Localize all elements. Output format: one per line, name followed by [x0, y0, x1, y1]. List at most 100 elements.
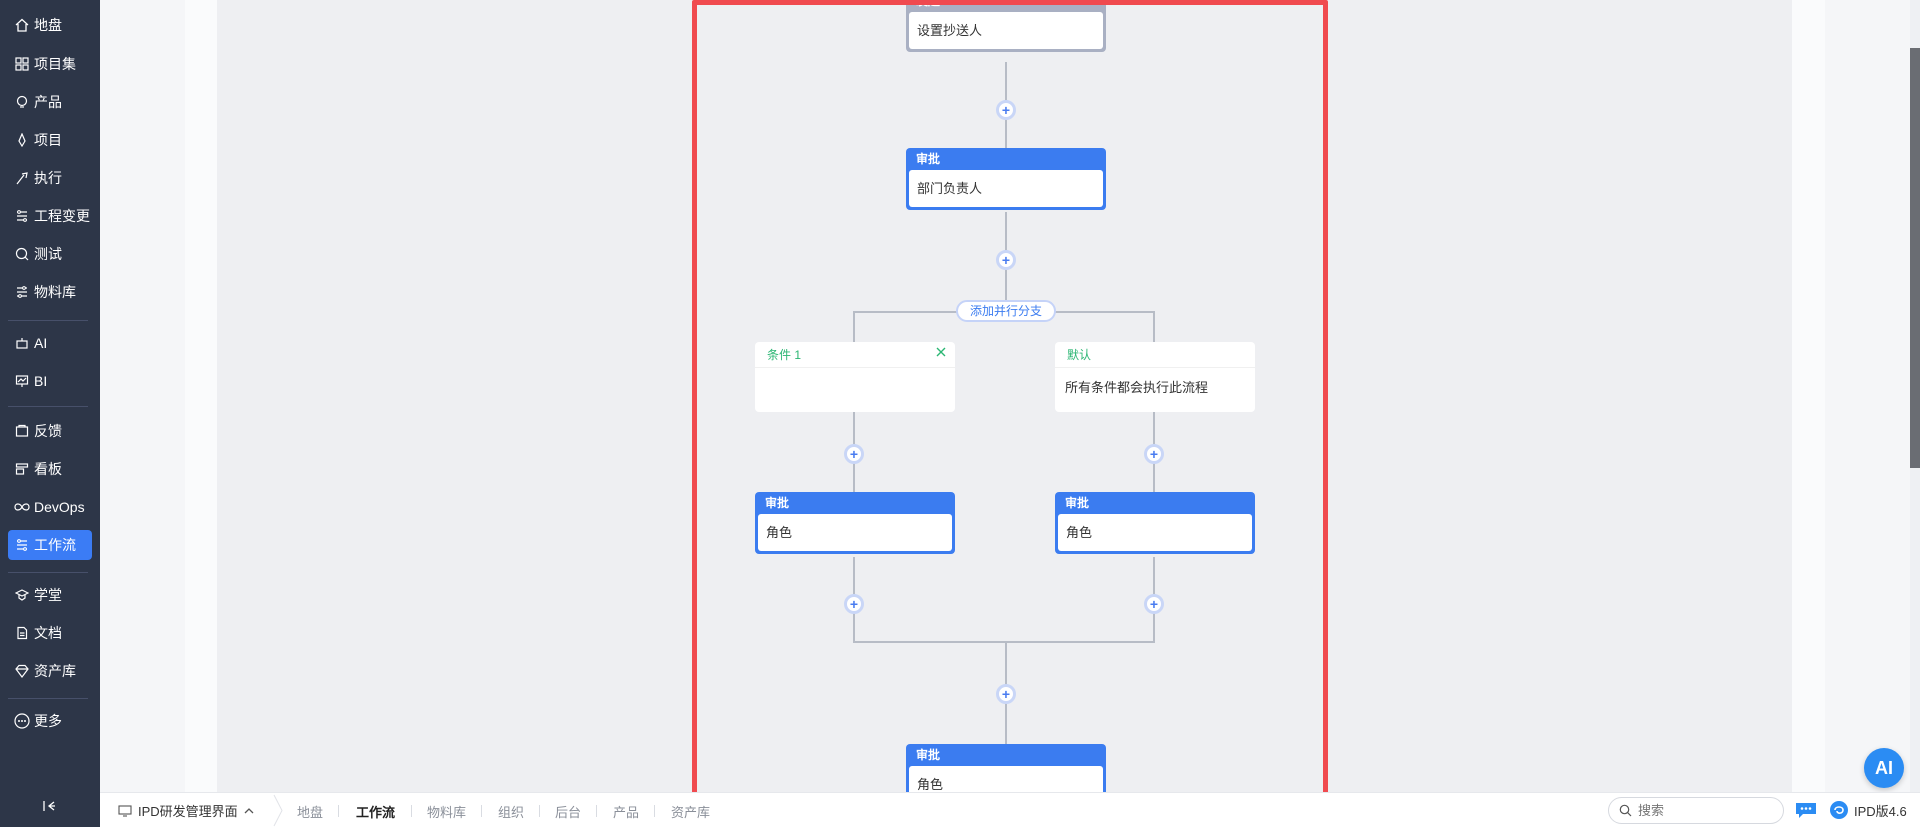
- sidebar-item-label: 项目集: [34, 56, 76, 72]
- condition-title: 默认: [1055, 342, 1255, 368]
- sidebar-item-program[interactable]: 项目集: [8, 49, 92, 79]
- node-body: 角色: [1058, 514, 1252, 551]
- plus-icon: +: [1001, 252, 1011, 268]
- approval-node-left-role[interactable]: 审批 角色: [755, 492, 955, 554]
- sidebar-item-label: 物料库: [34, 284, 76, 300]
- sidebar-item-project[interactable]: 项目: [8, 125, 92, 155]
- monitor-icon: [118, 804, 132, 817]
- robot-icon: [14, 335, 30, 351]
- start-node[interactable]: 发起 设置抄送人: [906, 0, 1106, 52]
- app-title: IPD研发管理界面: [138, 804, 238, 819]
- sidebar-divider: [8, 698, 88, 699]
- sidebar-item-product[interactable]: 产品: [8, 87, 92, 117]
- sidebar-item-engineering-change[interactable]: 工程变更: [8, 201, 92, 231]
- tab-admin[interactable]: 后台: [555, 805, 582, 820]
- grid-icon: [14, 56, 30, 72]
- message-icon[interactable]: [1794, 801, 1818, 819]
- sidebar-item-ai[interactable]: AI: [8, 328, 92, 358]
- sidebar-item-feedback[interactable]: 反馈: [8, 416, 92, 446]
- home-icon: [14, 17, 30, 33]
- approval-node-department-head[interactable]: 审批 部门负责人: [906, 148, 1106, 210]
- run-icon: [14, 170, 30, 186]
- sidebar-item-label: 学堂: [34, 587, 62, 603]
- change-icon: [14, 208, 30, 224]
- tab-product[interactable]: 产品: [613, 805, 640, 820]
- sidebar-divider: [8, 406, 88, 407]
- ai-assistant-button[interactable]: AI: [1864, 748, 1904, 788]
- brand-logo-icon: [1829, 800, 1849, 820]
- add-node-button[interactable]: +: [996, 250, 1016, 270]
- condition-description: 所有条件都会执行此流程: [1065, 380, 1209, 395]
- chart-icon: [14, 373, 30, 389]
- scrollbar-thumb[interactable]: [1910, 48, 1920, 468]
- school-icon: [14, 587, 30, 603]
- test-icon: [14, 246, 30, 262]
- sidebar-item-doc[interactable]: 文档: [8, 618, 92, 648]
- node-header: 审批: [916, 152, 941, 166]
- sidebar-item-label: 工程变更: [34, 208, 90, 224]
- sidebar-item-label: 测试: [34, 246, 62, 262]
- collapse-sidebar-icon[interactable]: [42, 800, 58, 816]
- sidebar: 地盘 项目集 产品 项目 执行 工程变更 测试 物料库 AI BI 反馈: [0, 0, 100, 827]
- sidebar-item-workflow[interactable]: 工作流: [8, 530, 92, 560]
- sidebar-item-label: 文档: [34, 625, 62, 641]
- sidebar-item-dashboard[interactable]: 地盘: [8, 10, 92, 40]
- sidebar-item-label: 反馈: [34, 423, 62, 439]
- sidebar-item-board[interactable]: 看板: [8, 454, 92, 484]
- plus-icon: +: [849, 596, 859, 612]
- connector-line: [1153, 311, 1155, 343]
- sidebar-item-material[interactable]: 物料库: [8, 277, 92, 307]
- infinity-icon: [14, 499, 30, 515]
- node-body: 设置抄送人: [909, 12, 1103, 49]
- close-icon[interactable]: [935, 346, 949, 360]
- sidebar-item-label: 地盘: [34, 17, 62, 33]
- search-box[interactable]: [1608, 797, 1784, 824]
- add-parallel-branch-button[interactable]: 添加并行分支: [956, 300, 1056, 322]
- add-node-button[interactable]: +: [844, 444, 864, 464]
- sidebar-item-more[interactable]: 更多: [8, 706, 92, 736]
- search-icon: [1619, 804, 1632, 817]
- condition-node-1[interactable]: 条件 1: [755, 342, 955, 412]
- add-node-button[interactable]: +: [1144, 444, 1164, 464]
- breadcrumb-separator-icon: [272, 793, 284, 827]
- doc-icon: [14, 625, 30, 641]
- tab-workflow[interactable]: 工作流: [356, 805, 396, 820]
- tab-material[interactable]: 物料库: [427, 805, 467, 820]
- sidebar-item-test[interactable]: 测试: [8, 239, 92, 269]
- sidebar-item-devops[interactable]: DevOps: [8, 492, 92, 522]
- add-node-button[interactable]: +: [996, 684, 1016, 704]
- app-menu-button[interactable]: IPD研发管理界面: [118, 801, 254, 820]
- add-node-button[interactable]: +: [844, 594, 864, 614]
- node-body: 部门负责人: [909, 170, 1103, 207]
- plus-icon: +: [1149, 596, 1159, 612]
- tab-divider: [539, 805, 540, 817]
- add-node-button[interactable]: +: [996, 100, 1016, 120]
- sidebar-item-bi[interactable]: BI: [8, 366, 92, 396]
- tab-assets[interactable]: 资产库: [671, 805, 711, 820]
- sidebar-item-assets[interactable]: 资产库: [8, 656, 92, 686]
- tab-divider: [596, 805, 597, 817]
- sidebar-item-label: DevOps: [34, 499, 85, 515]
- tab-dashboard[interactable]: 地盘: [297, 805, 324, 820]
- tab-organization[interactable]: 组织: [498, 805, 525, 820]
- approval-node-right-role[interactable]: 审批 角色: [1055, 492, 1255, 554]
- sidebar-item-execution[interactable]: 执行: [8, 163, 92, 193]
- tab-divider: [338, 805, 339, 817]
- version-info[interactable]: IPD版4.6: [1829, 800, 1907, 820]
- node-header: 审批: [1065, 496, 1090, 510]
- add-node-button[interactable]: +: [1144, 594, 1164, 614]
- sidebar-item-label: 看板: [34, 461, 62, 477]
- condition-node-default[interactable]: 默认 所有条件都会执行此流程: [1055, 342, 1255, 412]
- rocket-icon: [14, 132, 30, 148]
- node-body: 角色: [758, 514, 952, 551]
- version-label: IPD版4.6: [1854, 803, 1907, 819]
- sidebar-divider: [8, 572, 88, 573]
- tab-divider: [411, 805, 412, 817]
- search-input[interactable]: [1638, 803, 1758, 818]
- highlight-box: [692, 0, 1328, 800]
- plus-icon: +: [1001, 686, 1011, 702]
- more-icon: [14, 713, 30, 729]
- sidebar-item-school[interactable]: 学堂: [8, 580, 92, 610]
- material-icon: [14, 284, 30, 300]
- diamond-icon: [14, 663, 30, 679]
